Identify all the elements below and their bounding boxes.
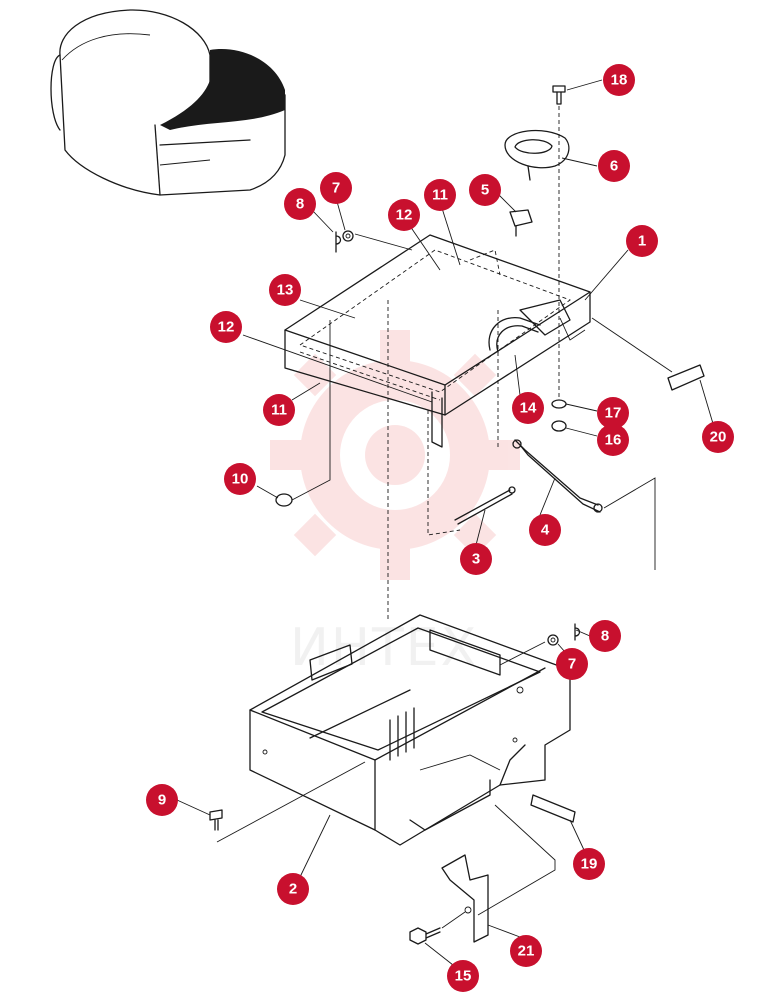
callout-15: 15 xyxy=(447,960,479,992)
callout-20: 20 xyxy=(702,421,734,453)
svg-text:5: 5 xyxy=(481,182,489,199)
watermark: ИНТЕХ xyxy=(270,330,520,678)
callout-11-top: 11 xyxy=(424,179,456,211)
lever-knob xyxy=(504,129,570,181)
washer-17 xyxy=(551,399,567,409)
callout-3: 3 xyxy=(460,543,492,575)
leader-20 xyxy=(591,317,673,373)
svg-text:7: 7 xyxy=(568,656,576,673)
svg-text:1: 1 xyxy=(638,233,646,250)
callout-2: 2 xyxy=(277,873,309,905)
seat-base-box xyxy=(249,614,571,846)
bracket-21 xyxy=(441,804,556,943)
rubber-pad-20 xyxy=(667,364,705,391)
svg-text:12: 12 xyxy=(218,319,235,336)
callout-8-bottom: 8 xyxy=(589,620,621,652)
bolt-15 xyxy=(409,911,466,945)
spring-rod-3 xyxy=(454,486,516,525)
callout-14: 14 xyxy=(512,392,544,424)
bolt-18 xyxy=(552,85,566,400)
leader-10 xyxy=(291,320,331,501)
callout-10: 10 xyxy=(224,463,256,495)
callout-9: 9 xyxy=(146,784,178,816)
svg-text:15: 15 xyxy=(455,968,472,985)
svg-text:11: 11 xyxy=(271,402,287,419)
callout-18: 18 xyxy=(603,64,635,96)
svg-text:18: 18 xyxy=(611,72,628,89)
callout-7-top: 7 xyxy=(320,172,352,204)
svg-text:8: 8 xyxy=(601,628,609,645)
seat-cushion xyxy=(50,9,286,196)
svg-text:16: 16 xyxy=(605,432,622,449)
watermark-text: ИНТЕХ xyxy=(290,618,478,678)
callout-1: 1 xyxy=(626,225,658,257)
svg-text:10: 10 xyxy=(232,471,249,488)
svg-text:13: 13 xyxy=(277,282,294,299)
callout-17: 17 xyxy=(597,397,629,429)
svg-text:19: 19 xyxy=(581,856,598,873)
callout-8-top: 8 xyxy=(284,188,316,220)
callout-21: 21 xyxy=(510,935,542,967)
callout-12-top: 12 xyxy=(388,199,420,231)
svg-text:20: 20 xyxy=(710,429,727,446)
svg-text:21: 21 xyxy=(518,943,535,960)
callout-16: 16 xyxy=(597,424,629,456)
nut-16 xyxy=(551,420,567,432)
callout-12-left: 12 xyxy=(210,311,242,343)
washer-10 xyxy=(275,493,293,507)
callout-13: 13 xyxy=(269,274,301,306)
callout-11-left: 11 xyxy=(263,394,295,426)
bolt-9 xyxy=(209,761,366,843)
nut-7-bottom xyxy=(547,634,559,646)
cotter-pin-8-top xyxy=(335,231,342,253)
leader-7-bottom xyxy=(499,641,546,666)
rubber-pad-19 xyxy=(530,794,576,823)
upper-plate-assembly xyxy=(284,234,591,448)
spring-stud-5 xyxy=(509,209,533,237)
svg-text:4: 4 xyxy=(541,522,550,539)
callout-7-bottom: 7 xyxy=(556,648,588,680)
svg-text:14: 14 xyxy=(520,400,537,417)
cotter-pin-8-bottom xyxy=(574,623,581,641)
svg-text:17: 17 xyxy=(605,405,622,422)
callout-4: 4 xyxy=(529,514,561,546)
callout-19: 19 xyxy=(573,848,605,880)
nut-7-top xyxy=(342,230,354,242)
callout-leaders xyxy=(176,79,715,966)
svg-text:3: 3 xyxy=(472,551,480,568)
svg-text:2: 2 xyxy=(289,881,297,898)
svg-text:6: 6 xyxy=(610,158,618,175)
svg-text:8: 8 xyxy=(296,196,304,213)
callout-6: 6 xyxy=(598,150,630,182)
svg-text:12: 12 xyxy=(396,207,413,224)
svg-text:9: 9 xyxy=(158,792,166,809)
svg-text:11: 11 xyxy=(432,187,448,204)
callout-5: 5 xyxy=(469,174,501,206)
svg-text:7: 7 xyxy=(332,180,340,197)
link-rod-4 xyxy=(512,439,656,570)
leader-7-top xyxy=(354,233,413,251)
